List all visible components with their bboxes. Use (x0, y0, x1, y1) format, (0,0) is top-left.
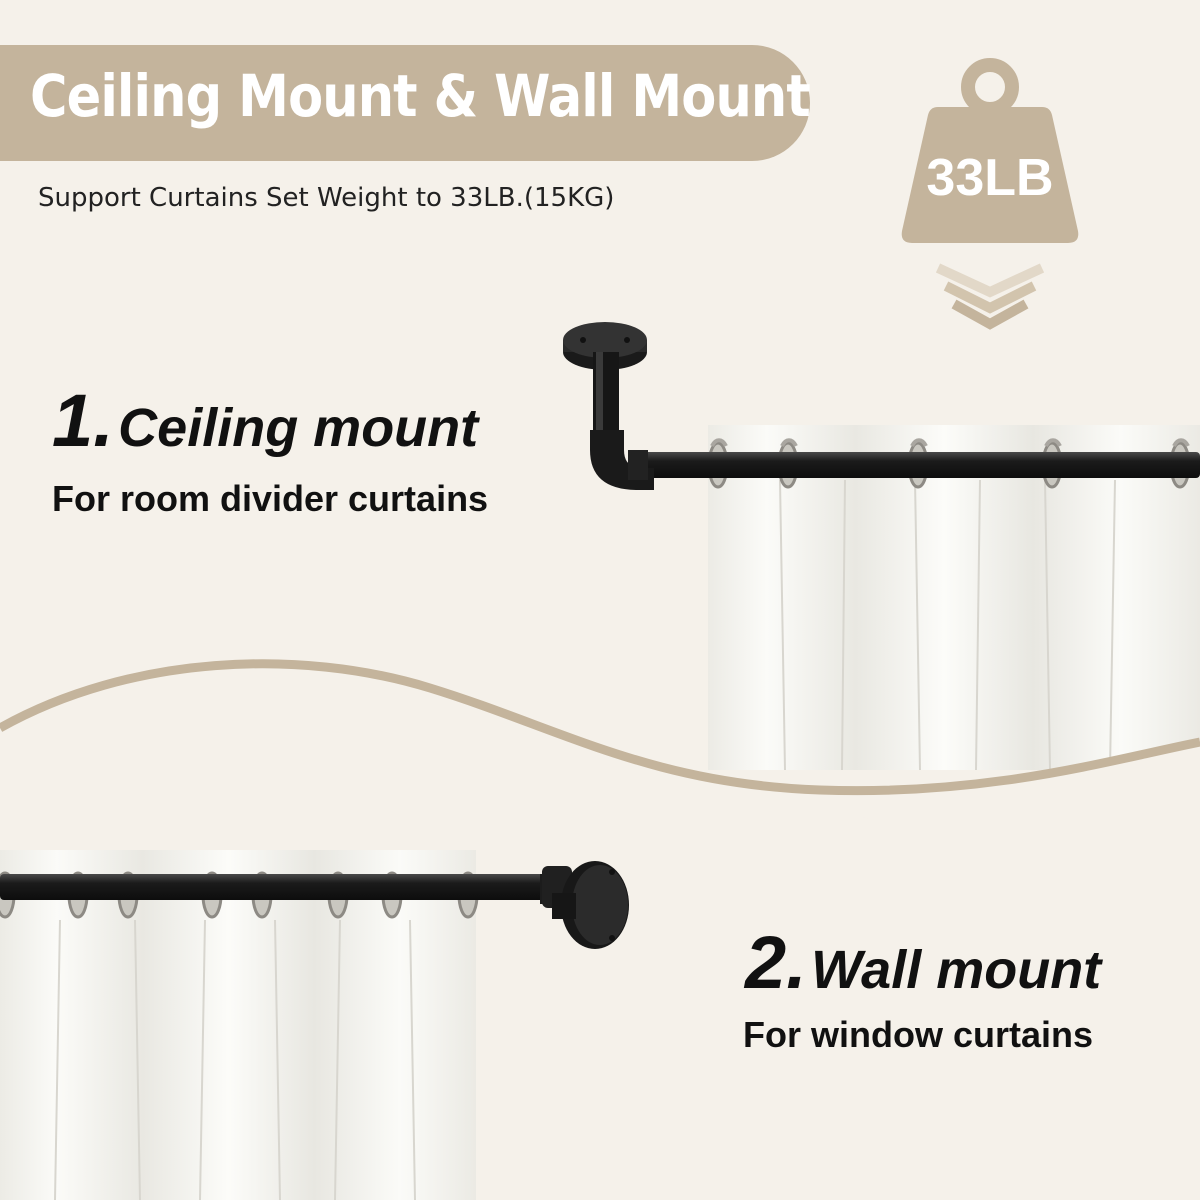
ceiling-bracket (563, 322, 654, 490)
ceiling-mount-number: 1. (52, 379, 114, 462)
title-banner (0, 45, 810, 161)
ceiling-mount-heading: 1. Ceiling mount (52, 378, 478, 463)
wall-bracket (540, 861, 629, 949)
weight-support-subtitle: Support Curtains Set Weight to 33LB.(15K… (38, 183, 615, 213)
wall-mount-number: 2. (745, 921, 807, 1004)
wall-rod (0, 874, 545, 900)
wave-divider (0, 666, 1200, 822)
weight-badge-label: 33LB (926, 149, 1054, 207)
wall-mount-title: Wall mount (811, 940, 1102, 1000)
wall-mount-description: For window curtains (743, 1014, 1094, 1055)
ceiling-rod (640, 452, 1200, 478)
ceiling-mount-title: Ceiling mount (118, 398, 479, 458)
chevron-down-icon (935, 263, 1045, 330)
ceiling-mount-description: For room divider curtains (52, 478, 489, 519)
ceiling-grommet-fronts (710, 438, 1190, 448)
weight-icon (901, 58, 1079, 243)
page-title: Ceiling Mount & Wall Mount (30, 62, 811, 130)
wall-mount-heading: 2. Wall mount (745, 920, 1101, 1005)
